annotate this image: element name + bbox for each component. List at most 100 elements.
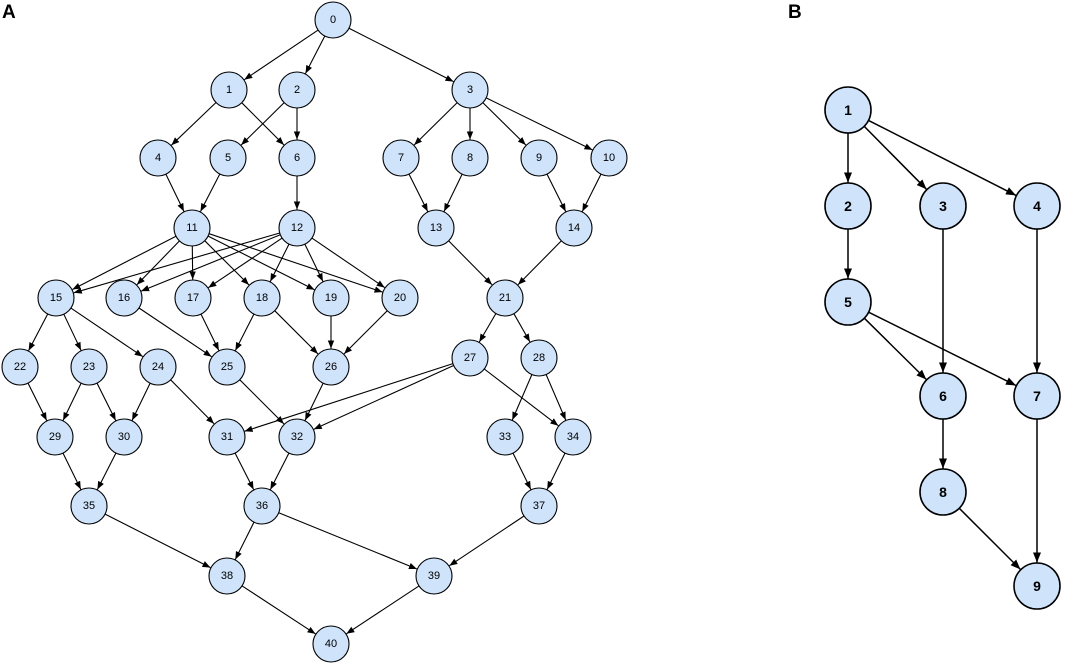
- edge-a-9-to-14: [546, 173, 567, 212]
- edge-a-39-to-40: [346, 585, 420, 635]
- node-label: 32: [291, 431, 303, 443]
- node-circle: [486, 279, 524, 317]
- node-circle: [1, 348, 39, 386]
- edge-b-1-to-4: [868, 119, 1017, 197]
- node-label: 9: [536, 152, 542, 164]
- edge-a-20-to-26: [343, 310, 388, 355]
- edge-b-5-to-7: [868, 311, 1017, 387]
- node-a-6: 6: [278, 139, 316, 177]
- node-a-20: 20: [381, 279, 419, 317]
- edge-a-37-to-39: [449, 515, 525, 567]
- edge-a-14-to-21: [517, 240, 562, 286]
- node-label: 26: [325, 361, 337, 373]
- node-label: 3: [467, 84, 473, 96]
- node-circle: [105, 279, 143, 317]
- edge-a-12-to-19: [304, 243, 324, 282]
- panel-a-edges: [27, 27, 602, 635]
- edge-a-7-to-13: [408, 173, 429, 212]
- edge-a-12-to-17: [207, 237, 283, 289]
- node-b-2: 2: [824, 182, 872, 230]
- node-label: 31: [221, 431, 233, 443]
- node-b-1: 1: [824, 86, 872, 134]
- node-a-14: 14: [555, 209, 593, 247]
- edge-a-21-to-27: [478, 313, 497, 343]
- node-label: 16: [118, 292, 130, 304]
- node-label: 36: [256, 500, 268, 512]
- node-circle: [139, 139, 177, 177]
- edge-a-23-to-30: [96, 382, 117, 421]
- node-circle: [173, 209, 211, 247]
- node-label: 1: [226, 84, 232, 96]
- edge-a-0-to-1: [243, 29, 319, 81]
- node-circle: [36, 418, 74, 456]
- edge-a-4-to-11: [165, 173, 185, 212]
- edge-a-0-to-2: [305, 35, 326, 74]
- edge-a-34-to-37: [546, 452, 566, 490]
- edge-a-17-to-25: [200, 313, 220, 351]
- node-a-32: 32: [278, 418, 316, 456]
- node-label: 34: [567, 431, 579, 443]
- node-circle: [415, 557, 453, 595]
- node-circle: [824, 182, 872, 230]
- node-a-40: 40: [312, 625, 350, 663]
- edge-a-12-to-16: [140, 234, 281, 292]
- node-circle: [208, 557, 246, 595]
- edge-a-11-to-16: [136, 240, 180, 286]
- edge-a-11-to-18: [204, 240, 250, 286]
- node-label: 12: [291, 222, 303, 234]
- node-label: 5: [225, 152, 231, 164]
- node-circle: [555, 209, 593, 247]
- node-a-8: 8: [451, 139, 489, 177]
- node-circle: [139, 348, 177, 386]
- node-circle: [70, 348, 108, 386]
- edge-a-38-to-40: [241, 585, 316, 635]
- node-circle: [208, 348, 246, 386]
- node-circle: [210, 71, 248, 109]
- edge-a-2-to-5: [240, 102, 285, 146]
- node-circle: [381, 279, 419, 317]
- node-a-31: 31: [208, 418, 246, 456]
- node-circle: [824, 278, 872, 326]
- edge-a-15-to-22: [28, 313, 49, 351]
- node-label: 35: [83, 500, 95, 512]
- node-circle: [382, 139, 420, 177]
- node-circle: [451, 71, 489, 109]
- node-a-27: 27: [451, 339, 489, 377]
- node-circle: [520, 339, 558, 377]
- node-label: 4: [155, 152, 161, 164]
- edge-a-30-to-35: [96, 452, 117, 490]
- node-label: 7: [1033, 388, 1041, 404]
- edge-a-32-to-36: [269, 452, 290, 490]
- edge-a-23-to-29: [62, 382, 82, 421]
- node-a-15: 15: [37, 279, 75, 317]
- node-b-8: 8: [919, 468, 967, 516]
- node-circle: [417, 209, 455, 247]
- node-label: 18: [256, 292, 268, 304]
- edge-a-35-to-38: [104, 513, 211, 569]
- node-a-17: 17: [174, 279, 212, 317]
- edge-a-0-to-3: [348, 27, 454, 83]
- node-a-7: 7: [382, 139, 420, 177]
- edge-a-15-to-24: [70, 307, 144, 358]
- node-circle: [1013, 182, 1061, 230]
- edge-a-22-to-29: [27, 382, 48, 421]
- node-a-1: 1: [210, 71, 248, 109]
- edge-a-16-to-25: [138, 307, 212, 358]
- edge-a-3-to-7: [413, 102, 458, 146]
- node-b-9: 9: [1013, 562, 1061, 610]
- panel-b-edges: [844, 119, 1041, 570]
- node-label: 33: [499, 431, 511, 443]
- node-label: 19: [325, 292, 337, 304]
- node-a-34: 34: [554, 418, 592, 456]
- node-circle: [278, 139, 316, 177]
- edge-a-3-to-10: [485, 97, 593, 151]
- node-circle: [919, 372, 967, 420]
- edge-b-8-to-9: [958, 507, 1021, 570]
- edge-a-5-to-11: [200, 173, 221, 212]
- node-a-9: 9: [520, 139, 558, 177]
- node-circle: [208, 418, 246, 456]
- node-label: 40: [325, 638, 337, 650]
